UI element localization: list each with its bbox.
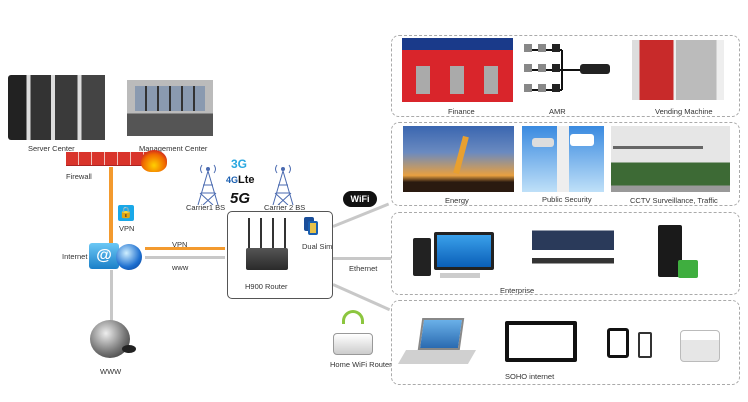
- panel-finance-amr-vending: [391, 35, 740, 117]
- home-wifi-router-icon[interactable]: [333, 333, 373, 355]
- keyboard-icon: [440, 273, 480, 278]
- www-label: WWW: [100, 367, 122, 376]
- dual-sim-label: Dual Sim: [302, 242, 333, 251]
- public-security-image: [522, 126, 604, 192]
- ethernet-label: Ethernet: [349, 264, 378, 273]
- tablet-icon: [607, 328, 629, 358]
- router-link-bottom: [332, 283, 391, 312]
- internet-label: Internet: [62, 252, 88, 261]
- padlock-icon: [678, 260, 698, 278]
- amr-diagram: [524, 44, 610, 92]
- carrier1-label: Carrier1 BS: [186, 203, 226, 212]
- router-box: H900 Router Dual Sim: [227, 211, 333, 299]
- desk-phone-icon: [680, 330, 720, 362]
- tesco-logo: TESCO Bank: [416, 39, 471, 49]
- tv-monitor-icon: [505, 321, 577, 362]
- server-center-label: Server Center: [28, 144, 75, 153]
- management-center-image: [127, 80, 213, 136]
- monitor-icon: [434, 232, 494, 270]
- 4g-badge: 4GLte: [226, 174, 255, 186]
- carrier2-label: Carrier 2 BS: [264, 203, 306, 212]
- wifi-logo: WiFi: [343, 191, 377, 207]
- antenna-icons: [248, 218, 286, 248]
- finance-image: TESCO Bank: [402, 38, 513, 102]
- www-globe-icon: [90, 320, 130, 358]
- public-security-label: Public Security: [542, 195, 592, 204]
- home-router-label: Home WiFi Router: [330, 360, 392, 369]
- 3g-badge: 3G: [231, 157, 248, 171]
- vpn-vertical-line: [109, 167, 113, 247]
- internet-icon: @: [89, 243, 119, 269]
- wifi-signal-icon: [342, 310, 364, 324]
- management-center-label: Management Center: [139, 144, 208, 153]
- carrier2-tower-icon: [272, 164, 294, 205]
- cctv-traffic-image: [611, 126, 730, 192]
- vending-machine-image: [632, 40, 724, 100]
- carrier1-tower-icon: [197, 164, 219, 205]
- panel-enterprise: [391, 212, 740, 295]
- vpn-lock-label: VPN: [119, 224, 135, 233]
- desktop-pc-icon: [413, 238, 431, 276]
- control-room-image: [532, 225, 614, 280]
- lock-icon: 🔒: [118, 205, 134, 221]
- finance-label: Finance: [448, 107, 475, 116]
- energy-image: [403, 126, 514, 192]
- router-name: H900 Router: [245, 282, 288, 291]
- www-vertical-line: [110, 270, 113, 325]
- energy-label: Energy: [445, 196, 469, 205]
- soho-internet-label: SOHO internet: [505, 372, 555, 381]
- vpn-link-label: VPN: [172, 240, 188, 249]
- panel-energy-security-cctv: [391, 122, 740, 206]
- router-link-ethernet: [333, 257, 391, 260]
- 4g-text: 4G: [226, 175, 239, 185]
- globe-icon: [116, 244, 142, 270]
- firewall-label: Firewall: [66, 172, 92, 181]
- www-link-line: [145, 256, 225, 259]
- vending-machine-label: Vending Machine: [655, 107, 713, 116]
- server-center-image: [8, 75, 110, 140]
- firewall-icon: [66, 152, 153, 166]
- laptop-base-icon: [397, 350, 477, 364]
- amr-label: AMR: [549, 107, 566, 116]
- panel-soho: [391, 300, 740, 385]
- cctv-traffic-label: CCTV Surveillance, Traffic: [630, 196, 718, 205]
- enterprise-label: Enterprise: [500, 286, 535, 295]
- www-link-label: www: [172, 263, 189, 272]
- smartphone-icon: [638, 332, 652, 358]
- sim-card-icon-2: [308, 221, 318, 235]
- mouse-icon: [122, 345, 136, 353]
- fire-icon: [141, 150, 167, 172]
- laptop-icon: [417, 318, 465, 350]
- h900-router-icon[interactable]: [246, 248, 288, 270]
- vpn-link-line: [145, 247, 225, 250]
- lte-text: Lte: [238, 174, 255, 186]
- 5g-badge: 5G: [230, 190, 251, 207]
